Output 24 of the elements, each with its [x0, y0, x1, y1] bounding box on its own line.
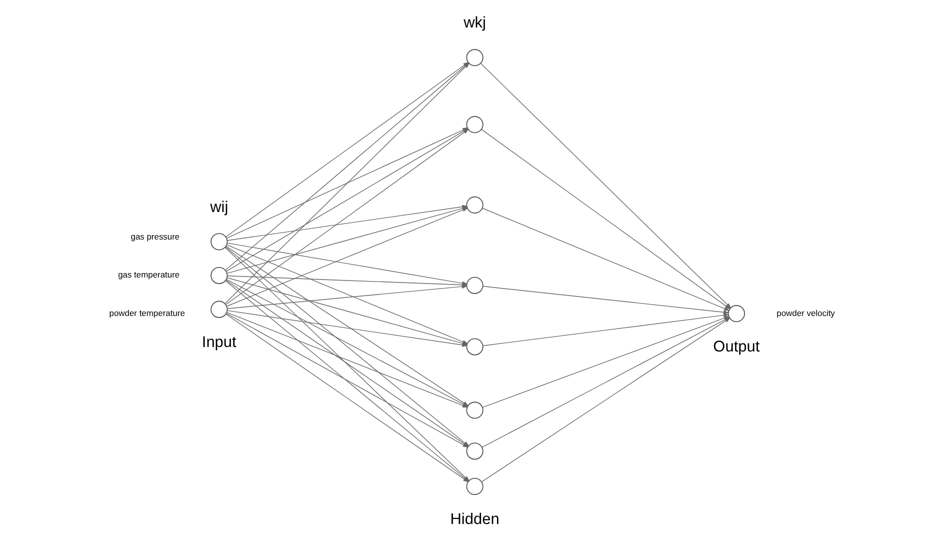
label: wij [210, 198, 228, 216]
node-label: gas pressure [130, 232, 180, 242]
node-circle [466, 196, 483, 214]
node-label: gas temperature [118, 270, 180, 280]
node-circle [466, 276, 483, 294]
label: Output [712, 338, 760, 356]
label: Hidden [450, 511, 499, 528]
node-circle [210, 266, 228, 284]
arrow [226, 284, 468, 309]
node-label: powder velocity [776, 308, 834, 318]
node-circle [466, 49, 483, 66]
node-circle [466, 116, 483, 134]
node-circle [466, 338, 483, 356]
node-circle [210, 300, 228, 318]
arrow [482, 286, 729, 314]
node-circle [210, 233, 228, 250]
label: Input [201, 334, 236, 352]
arrow [481, 208, 730, 311]
node-circle [466, 478, 483, 495]
node-circle [466, 402, 483, 419]
node-circle [466, 442, 483, 460]
node-circle [727, 305, 745, 322]
label: wkj [463, 14, 486, 32]
node-label: powder temperature [108, 308, 184, 318]
